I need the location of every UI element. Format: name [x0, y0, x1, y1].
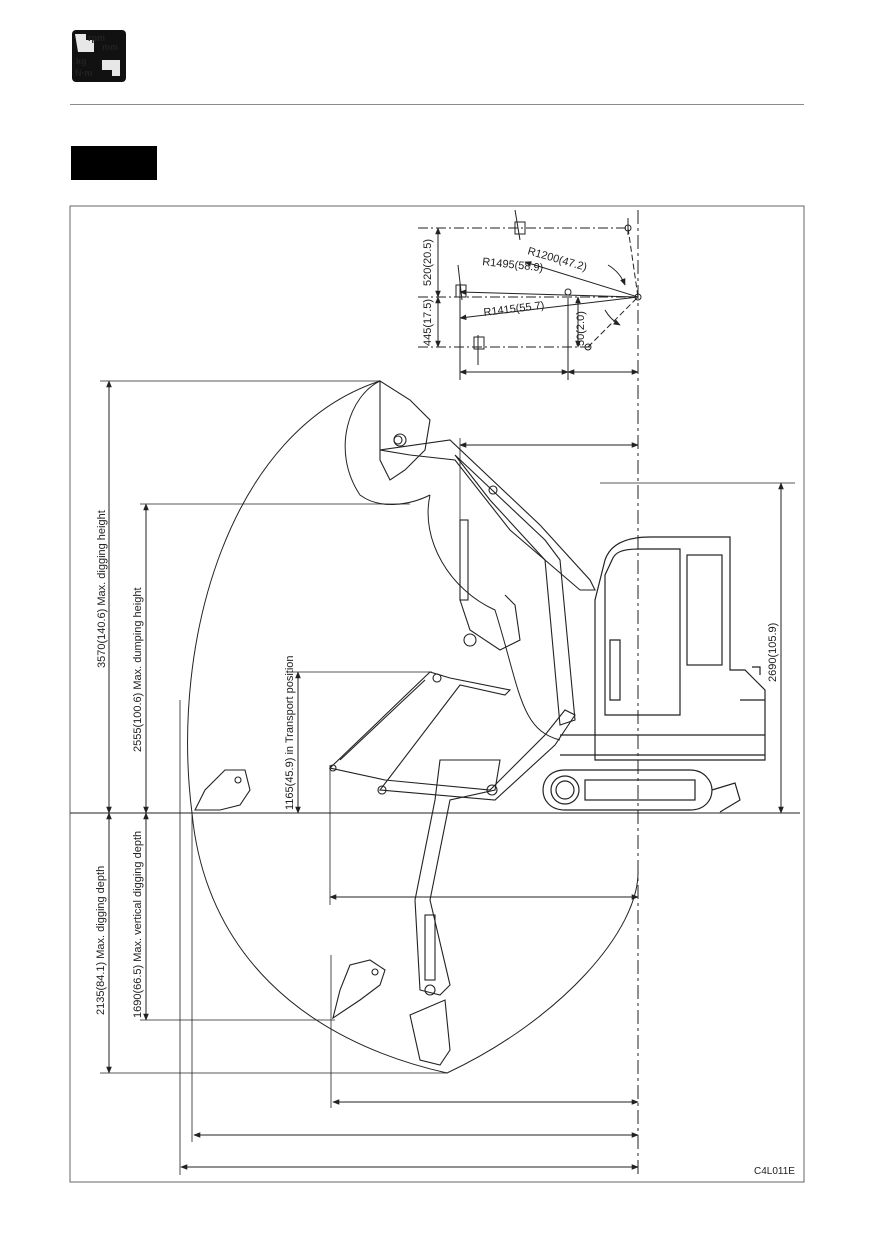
bucket-arc-top — [344, 380, 431, 505]
diagram-frame — [69, 205, 805, 1183]
bucket-top — [379, 380, 431, 481]
units-logo-icon: rpm mm kg N·m — [72, 30, 126, 82]
logo-unit-mm: mm — [102, 42, 118, 52]
logo-unit-nm: N·m — [75, 68, 93, 78]
working-range-envelope — [187, 380, 639, 1074]
label-offset-445: 445(17.5) — [422, 299, 434, 346]
header-divider — [70, 104, 804, 105]
label-r1415: R1415(55.7) — [483, 300, 545, 319]
figure-code: C4L011E — [754, 1166, 795, 1177]
inner-arc — [427, 494, 561, 741]
label-max-digging-depth: 2135(84.1) Max. digging depth — [95, 866, 107, 1015]
boom-raised — [379, 433, 596, 726]
arm-digging — [409, 759, 501, 1066]
label-offset-50: 50(2.0) — [575, 311, 587, 346]
label-max-dumping-height: 2555(100.6) Max. dumping height — [132, 588, 144, 753]
section-tab — [71, 146, 157, 180]
logo-unit-kg: kg — [76, 56, 87, 66]
label-offset-520: 520(20.5) — [422, 239, 434, 286]
logo-unit-rpm: rpm — [88, 33, 105, 43]
label-transport-height: 1165(45.9) in Transport position — [284, 656, 296, 811]
excavator-track — [542, 769, 741, 813]
bucket-vertical-depth — [332, 959, 386, 1020]
label-max-digging-height: 3570(140.6) Max. digging height — [96, 510, 108, 668]
excavator-cab — [560, 536, 766, 761]
boom-transport — [328, 671, 576, 801]
label-max-vertical-depth: 1690(66.5) Max. vertical digging depth — [132, 831, 144, 1018]
label-overall-height: 2690(105.9) — [767, 623, 779, 682]
bucket-max-reach — [194, 769, 251, 811]
swing-subdiagram — [418, 209, 642, 380]
